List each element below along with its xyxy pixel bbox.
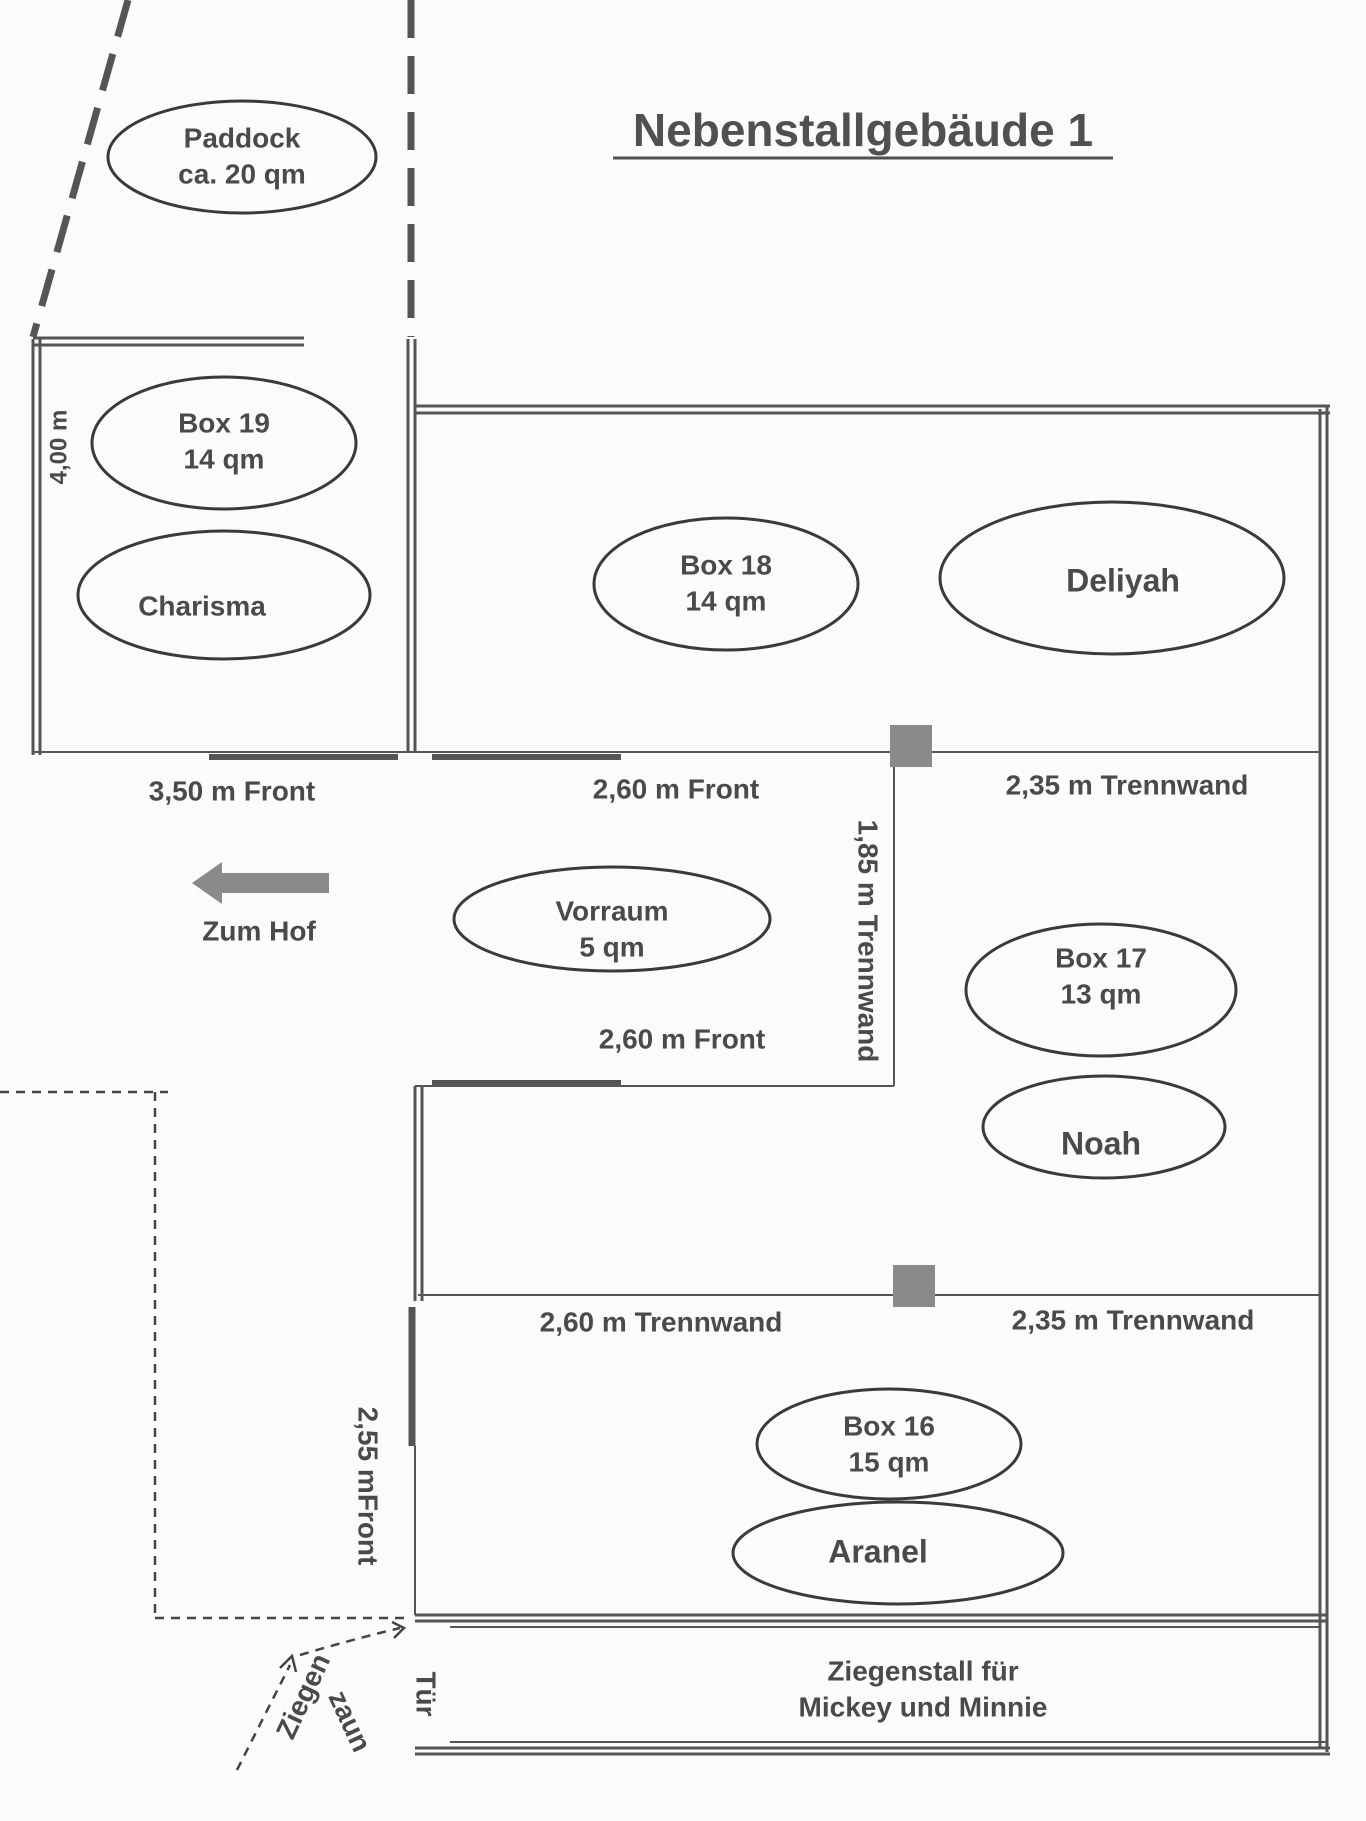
box17-label: Box 17 [1055,942,1147,973]
vorraum-size: 5 qm [579,931,644,962]
horse-deliyah [938,500,1286,656]
dimension-label: 1,85 m Trennwand [853,820,884,1063]
horse-name: Aranel [828,1533,928,1569]
paddock-size: ca. 20 qm [178,158,306,189]
horse-name: Deliyah [1066,562,1180,598]
ziegenstall-label: Ziegenstall für [827,1655,1018,1686]
box19-walls [31,336,417,755]
horse-name: Noah [1061,1125,1141,1161]
box17-size: 13 qm [1061,978,1142,1009]
arrow-left-icon [192,862,329,904]
main-walls [33,404,1330,1756]
dimension-label: 2,35 m Trennwand [1012,1304,1255,1335]
arrow-icon [279,1620,407,1673]
door-label: Tür [411,1671,442,1716]
to-yard-label: Zum Hof [202,915,316,946]
horse-name: Charisma [138,590,266,621]
horse-noah [981,1074,1227,1180]
paddock-label: Paddock [184,122,301,153]
box16-area [755,1387,1023,1501]
dimension-label: 2,60 m Trennwand [540,1306,783,1337]
box18-area [592,516,860,652]
dimension-label: 2,35 m Trennwand [1006,769,1249,800]
vorraum-label: Vorraum [555,895,668,926]
horse-charisma [76,529,372,661]
box18-label: Box 18 [680,549,772,580]
box18-size: 14 qm [686,585,767,616]
dimension-label: 2,60 m Front [593,773,759,804]
box17-area [964,922,1238,1058]
pillar [890,725,932,767]
page-title: Nebenstallgebäude 1 [633,104,1093,156]
dimension-label: 3,50 m Front [149,775,315,806]
dimension-label: 2,55 mFront [353,1407,384,1566]
vorraum-area [452,865,772,973]
dimension-label: 2,60 m Front [599,1023,765,1054]
paddock-area [106,99,378,215]
dimension-label: 4,00 m [45,410,72,485]
box19-size: 14 qm [184,443,265,474]
goat-fence-label: zaun [322,1686,377,1757]
paddock-fence-left [29,0,132,338]
horse-aranel [731,1500,1065,1606]
box16-label: Box 16 [843,1410,935,1441]
box19-label: Box 19 [178,407,270,438]
ziegenstall-label: Mickey und Minnie [799,1691,1048,1722]
goat-fence [0,1090,405,1771]
pillar [893,1265,935,1307]
box19-area [90,375,358,511]
box16-size: 15 qm [849,1446,930,1477]
